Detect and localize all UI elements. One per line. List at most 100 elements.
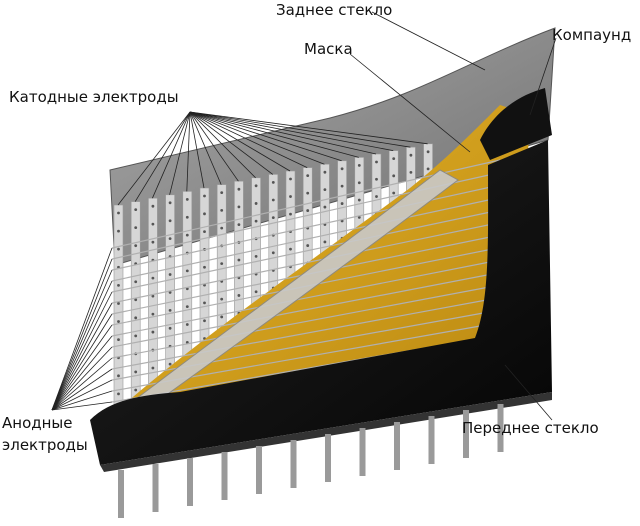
cathode-leader — [189, 111, 325, 165]
cathode-dot — [117, 338, 120, 342]
cathode-dot — [151, 222, 155, 226]
anode-leader — [51, 280, 113, 411]
cathode-dot — [220, 262, 224, 266]
cathode-dot — [271, 198, 275, 202]
cathode-dot — [254, 290, 258, 294]
anode-wire — [111, 284, 501, 359]
cathode-dot — [289, 195, 292, 198]
cathode-dot — [340, 184, 344, 188]
cathode-dot — [409, 170, 413, 174]
cathode-leader — [189, 111, 411, 148]
cathode-dot — [237, 205, 241, 209]
cathode-dot — [117, 247, 120, 251]
cathode-dot — [220, 315, 224, 319]
cathode-leader — [117, 111, 191, 206]
cathode-leader — [189, 111, 222, 185]
cathode-leader — [186, 111, 191, 192]
cathode-leader — [189, 111, 394, 151]
cathode-dot — [168, 326, 172, 330]
cathode-dot — [134, 298, 138, 302]
label-compound: Компаунд — [552, 26, 632, 44]
cathode-dot — [254, 255, 258, 258]
cathode-leader — [189, 111, 342, 162]
cathode-dot — [151, 240, 155, 244]
cathode-dot — [117, 320, 120, 323]
cathode-dot — [134, 280, 138, 284]
cathode-dot — [117, 211, 120, 215]
cathode-dot — [185, 269, 189, 273]
cathode-dot — [306, 174, 310, 178]
label-mask: Маска — [304, 40, 353, 58]
anode-leader — [51, 357, 113, 411]
cathode-dot — [306, 191, 310, 195]
connection-pins — [118, 404, 504, 518]
cathode-dot — [375, 195, 378, 198]
pin — [221, 452, 228, 500]
cathode-dot — [323, 170, 327, 174]
cathode-dot — [426, 150, 430, 154]
anode-leader — [51, 390, 113, 411]
cathode-dot — [237, 258, 241, 262]
cathode-dot — [409, 153, 413, 157]
anode-leader — [51, 324, 113, 411]
cathode-leader — [189, 111, 308, 168]
cathode-dot — [117, 374, 120, 378]
cathode-dot — [220, 297, 224, 301]
cathode-dot — [151, 204, 155, 208]
pin — [187, 458, 193, 506]
anode-leader — [51, 291, 113, 411]
cathode-leader — [189, 111, 239, 182]
compound-shape — [480, 88, 552, 160]
anode-wire — [111, 259, 501, 337]
cathode-dot — [117, 302, 120, 305]
cathode-dot — [340, 167, 344, 171]
anode-wire — [111, 209, 501, 293]
cathode-leader — [169, 111, 191, 195]
cathode-dot — [185, 340, 189, 344]
cathode-dot — [220, 208, 224, 212]
cathode-dot — [168, 362, 172, 366]
pin — [118, 470, 124, 518]
cathode-dot — [357, 181, 361, 185]
cathode-dot — [237, 223, 241, 227]
cathode-dot — [392, 157, 396, 161]
cathode-dot — [306, 244, 310, 247]
label-back-glass: Заднее стекло — [276, 1, 393, 19]
cathode-dot — [357, 198, 361, 202]
cathode-dot — [203, 319, 206, 323]
cathode-dot — [289, 212, 292, 216]
anode-leader — [51, 335, 113, 411]
cathode-dot — [289, 247, 292, 251]
anode-leader — [51, 368, 113, 411]
cathode-dot — [271, 216, 275, 220]
cathode-leader — [152, 111, 191, 199]
cathode-dot — [203, 301, 206, 305]
anode-wire — [111, 196, 501, 282]
cathode-dot — [168, 201, 172, 205]
cathode-dot — [151, 366, 155, 370]
label-anode-line2: электроды — [2, 436, 88, 454]
label-anode-line1: Анодные — [2, 414, 73, 432]
cathode-dot — [357, 164, 361, 167]
pin — [290, 440, 297, 488]
cathode-dot — [168, 291, 172, 294]
cathode-dot — [185, 233, 189, 237]
pin — [359, 428, 366, 476]
cathode-dot — [254, 202, 258, 205]
cathode-dot — [237, 294, 241, 297]
cathode-leader — [189, 111, 274, 175]
cathode-dot — [357, 215, 361, 219]
pin — [497, 404, 504, 452]
front-glass-edge — [100, 392, 552, 472]
cathode-leader — [189, 111, 377, 155]
cathode-dot — [117, 283, 120, 287]
cathode-dot — [203, 212, 206, 216]
anode-leader — [51, 269, 113, 411]
cathode-dot — [168, 308, 172, 312]
cathode-leader — [189, 111, 256, 179]
cathode-dot — [271, 251, 275, 255]
leader-lines — [51, 11, 557, 421]
cathode-dot — [151, 312, 155, 316]
